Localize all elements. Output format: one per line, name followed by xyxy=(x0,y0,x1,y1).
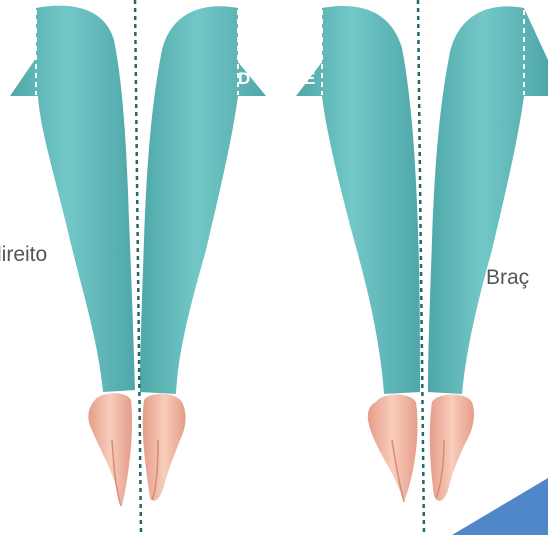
guide-line-left xyxy=(135,0,141,535)
marker-d: D xyxy=(238,69,250,89)
arm-sleeve-right-1 xyxy=(296,6,420,394)
hand-left-2 xyxy=(143,394,186,501)
arm-sleeve-right-2 xyxy=(428,6,548,394)
hand-right-1 xyxy=(368,395,418,503)
hand-left-1 xyxy=(88,393,132,506)
marker-e: E xyxy=(304,69,315,89)
arm-sleeve-left-2 xyxy=(140,6,266,394)
corner-accent-shape xyxy=(452,478,548,535)
label-arm-partial: Braç xyxy=(486,266,529,290)
arm-sleeve-left-1 xyxy=(10,6,135,392)
label-right-arm-partial: lireito xyxy=(0,243,47,267)
hand-right-2 xyxy=(430,395,474,501)
